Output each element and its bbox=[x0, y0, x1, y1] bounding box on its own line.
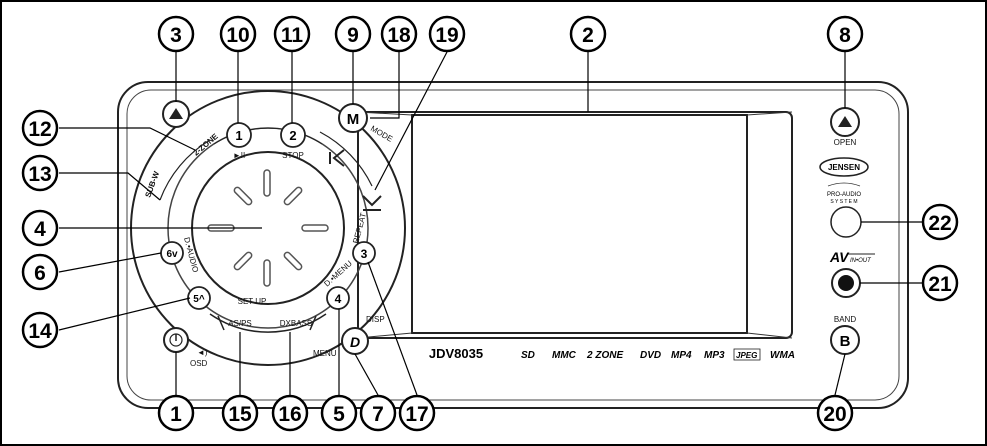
leader-lines bbox=[58, 51, 922, 396]
svg-text:7: 7 bbox=[372, 403, 384, 426]
repeat-label: REPEAT bbox=[351, 212, 368, 245]
screen bbox=[411, 114, 748, 334]
faceplate-inner bbox=[126, 89, 900, 401]
disp-label: DISP bbox=[366, 315, 385, 324]
svg-text:1: 1 bbox=[170, 403, 182, 426]
callout-14: 14 bbox=[21, 311, 59, 349]
stop-label: STOP bbox=[282, 151, 304, 160]
track-back-icon[interactable] bbox=[329, 149, 345, 167]
model-label: JDV8035 bbox=[429, 346, 483, 361]
preset-6-label: 6v bbox=[166, 249, 178, 260]
av-in-out: IN•OUT bbox=[850, 258, 872, 264]
disp-button-key: D bbox=[350, 334, 360, 350]
preset-5-label: 5^ bbox=[193, 294, 205, 305]
preset-3-label: 3 bbox=[361, 247, 368, 261]
svg-text:21: 21 bbox=[928, 273, 952, 296]
mode-button-key: M bbox=[347, 111, 360, 128]
logo-wma: WMA bbox=[770, 350, 795, 361]
mute-icon: ◄) bbox=[197, 348, 208, 357]
callout-8: 8 bbox=[826, 15, 864, 53]
svg-text:6: 6 bbox=[34, 262, 46, 285]
callout-3: 3 bbox=[157, 15, 195, 53]
callout-21: 21 bbox=[921, 264, 959, 302]
logo-jpeg: JPEG bbox=[736, 351, 757, 360]
svg-text:3: 3 bbox=[170, 24, 182, 47]
svg-text:19: 19 bbox=[435, 24, 458, 47]
callout-7: 7 bbox=[359, 394, 397, 432]
svg-text:17: 17 bbox=[405, 403, 428, 426]
svg-text:20: 20 bbox=[823, 403, 846, 426]
preset-2-label: 2 bbox=[289, 128, 296, 143]
preset-2-button[interactable] bbox=[280, 122, 306, 148]
svg-text:14: 14 bbox=[28, 320, 52, 343]
svg-text:11: 11 bbox=[281, 24, 304, 47]
preset-4-label: 4 bbox=[335, 292, 342, 306]
svg-text:18: 18 bbox=[387, 24, 411, 47]
ir-sensor bbox=[830, 206, 862, 238]
as-ps-label: AS/PS bbox=[228, 319, 252, 328]
pro-audio-line2: S Y S T E M bbox=[830, 199, 857, 205]
svg-text:15: 15 bbox=[228, 403, 252, 426]
callout-10: 10 bbox=[219, 15, 257, 53]
svg-text:4: 4 bbox=[34, 218, 46, 241]
callout-22: 22 bbox=[921, 203, 959, 241]
callout-19: 19 bbox=[428, 15, 466, 53]
setup-label: SET UP bbox=[238, 297, 267, 306]
callouts: 3 10 11 9 18 19 2 8 12 13 4 6 14 1 15 16… bbox=[21, 15, 959, 432]
callout-13: 13 bbox=[21, 154, 59, 192]
preset-1-label: 1 bbox=[235, 128, 242, 143]
pro-audio-line1: PRO-AUDIO bbox=[827, 192, 861, 198]
callout-18: 18 bbox=[380, 15, 418, 53]
logo-mp3: MP3 bbox=[704, 350, 725, 361]
band-button-key: B bbox=[840, 333, 851, 350]
callout-5: 5 bbox=[320, 394, 358, 432]
open-label: OPEN bbox=[834, 138, 857, 147]
preset-4-button[interactable] bbox=[326, 286, 350, 310]
faceplate-outer bbox=[117, 81, 909, 409]
play-pause-label: ►II bbox=[233, 151, 245, 160]
svg-text:5: 5 bbox=[333, 403, 345, 426]
brand-logo: JENSEN bbox=[828, 163, 860, 172]
screen-outer bbox=[357, 111, 793, 339]
svg-text:22: 22 bbox=[928, 212, 951, 235]
callout-1: 1 bbox=[157, 394, 195, 432]
svg-text:8: 8 bbox=[839, 24, 851, 47]
track-forward-icon[interactable] bbox=[362, 195, 382, 211]
two-zone-label: 2-ZONE bbox=[192, 131, 221, 157]
logo-dvd: DVD bbox=[640, 350, 661, 361]
callout-2: 2 bbox=[569, 15, 607, 53]
callout-4: 4 bbox=[21, 209, 59, 247]
callout-17: 17 bbox=[398, 394, 436, 432]
svg-text:16: 16 bbox=[278, 403, 301, 426]
callout-6: 6 bbox=[21, 253, 59, 291]
svg-text:2: 2 bbox=[582, 24, 594, 47]
callout-12: 12 bbox=[21, 109, 59, 147]
logo-mmc: MMC bbox=[552, 350, 577, 361]
menu-label: MENU bbox=[313, 349, 337, 358]
logo-mp4: MP4 bbox=[671, 350, 692, 361]
logo-2zone: 2 ZONE bbox=[586, 350, 623, 361]
logo-sd: SD bbox=[521, 350, 535, 361]
media-logos: SD MMC 2 ZONE DVD MP4 MP3 JPEG WMA bbox=[521, 348, 795, 361]
band-label: BAND bbox=[834, 315, 856, 324]
svg-text:10: 10 bbox=[226, 24, 249, 47]
svg-text:13: 13 bbox=[28, 163, 51, 186]
callout-9: 9 bbox=[334, 15, 372, 53]
callout-15: 15 bbox=[221, 394, 259, 432]
osd-label: OSD bbox=[190, 359, 208, 368]
av-logo: AV bbox=[829, 249, 850, 265]
preset-1-button[interactable] bbox=[226, 122, 252, 148]
preset-3-button[interactable] bbox=[352, 241, 376, 265]
svg-text:9: 9 bbox=[347, 24, 359, 47]
callout-11: 11 bbox=[273, 15, 311, 53]
callout-16: 16 bbox=[271, 394, 309, 432]
dxbass-label: DXBASS bbox=[280, 319, 312, 328]
svg-text:12: 12 bbox=[28, 118, 51, 141]
callout-20: 20 bbox=[816, 394, 854, 432]
